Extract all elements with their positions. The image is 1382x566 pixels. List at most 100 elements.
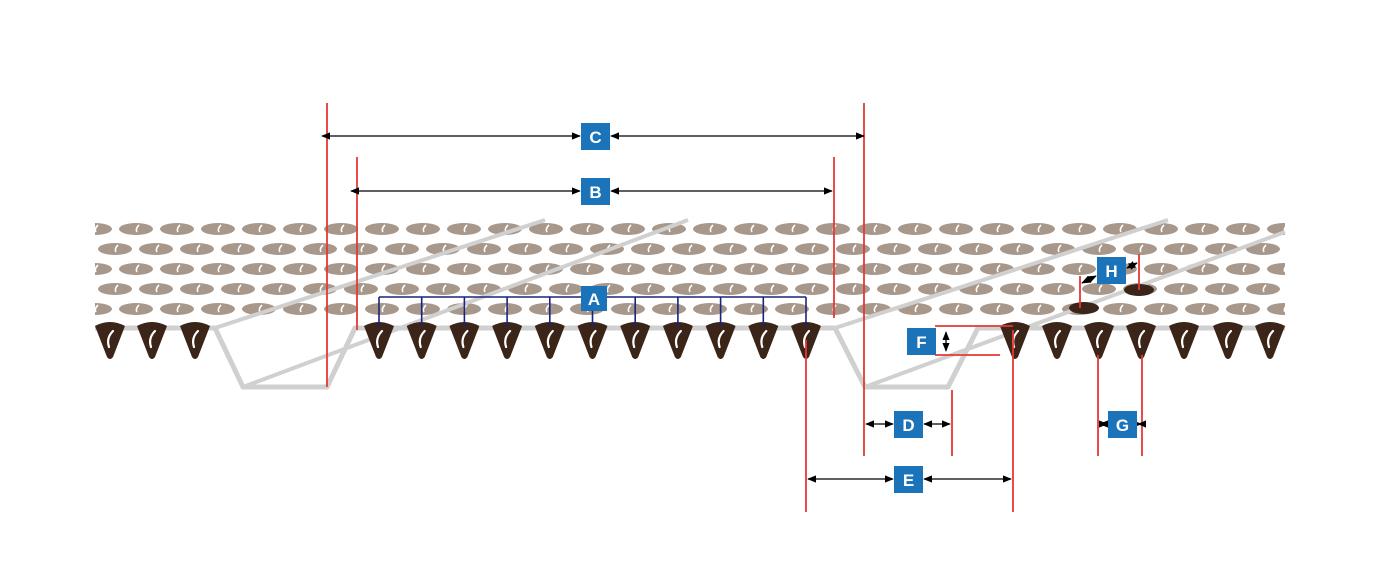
dimension-arrows [321,132,1147,483]
hole-tick [955,264,960,273]
seed-shape [406,322,437,359]
seed-icon [534,322,565,359]
seed-shape [1126,322,1156,359]
bed-edge-line [242,218,689,389]
hole-tick [381,224,386,233]
hole-tick [791,224,796,233]
hole-tick [360,284,365,293]
hole-icon [95,303,112,315]
hole-tick [176,224,181,233]
hole-tick [1160,304,1165,313]
hole-tick [217,264,222,273]
hole-tick [1201,264,1206,273]
hole-tick [934,244,939,253]
seed-icon [1169,322,1199,359]
hole-tick [647,244,652,253]
label-c-box [581,123,610,150]
hole-tick [955,224,960,233]
hole-tick [1221,244,1226,253]
seed-shape [662,322,693,359]
label-b-text: B [589,183,601,202]
seed-shape [1169,322,1199,359]
seed-highlight [1267,329,1275,349]
hole-icon [95,223,112,235]
seed-icon [1255,322,1285,359]
dimension-arrow-h-right [1126,261,1138,270]
hole-tick [524,284,529,293]
hole-tick [1283,266,1285,273]
seed-shape [95,322,125,359]
seed-icon [180,322,210,359]
hole-tick [688,284,693,293]
seed-highlight [107,329,115,349]
seed-icon [406,322,437,359]
seed-highlight [760,329,768,349]
seed-row [95,284,1285,359]
hole-tick [1078,264,1083,273]
seed-highlight [1181,329,1189,349]
seed-highlight [1225,329,1233,349]
label-b: B [581,178,610,205]
seed-highlight [632,329,640,349]
hole-tick [95,224,99,233]
hole-tick [95,304,99,313]
seed-icon [449,322,480,359]
hole-tick [750,264,755,273]
hole-tick [709,224,714,233]
seed-icon [1126,322,1156,359]
hole-tick [176,304,181,313]
hole-icon [1267,303,1285,315]
hole-tick [873,224,878,233]
hole-tick [627,304,632,313]
label-g-box [1108,411,1137,438]
hole-tick [258,224,263,233]
hole-tick [811,244,816,253]
seed-shape [1213,322,1243,359]
hole-tick [852,244,857,253]
hole-tick [1119,224,1124,233]
label-e-text: E [903,471,914,490]
hole-tick [381,304,386,313]
hole-tick [258,264,263,273]
hole-tick [422,264,427,273]
seed-highlight [674,329,682,349]
hole-tick [1098,284,1103,293]
hole-tick [750,224,755,233]
seed-highlight [803,329,811,349]
seed-highlight [1096,329,1104,349]
hole-tick [155,244,160,253]
hole-tick [1057,244,1062,253]
hole-tick [914,264,919,273]
seed-highlight [589,329,597,349]
label-g: G [1108,411,1137,438]
hole-tick [586,264,591,273]
hole-tick [1057,284,1062,293]
hole-tick [1242,264,1247,273]
hole-tick [114,244,119,253]
label-d: D [894,411,923,438]
hole-tick [524,244,529,253]
hole-tick [893,244,898,253]
hole-tick [1283,306,1285,313]
label-g-text: G [1116,416,1129,435]
hole-tick [463,224,468,233]
hole-tick [1262,244,1267,253]
hole-tick [647,284,652,293]
label-e: E [894,466,923,493]
hole-tick [135,224,140,233]
hole-tick [1037,264,1042,273]
hole-tick [299,224,304,233]
hole-tick [668,264,673,273]
hole-tick [237,284,242,293]
label-c: C [581,123,610,150]
hole-field [95,223,1285,315]
hole-tick [1180,284,1185,293]
seed-icon [1084,322,1114,359]
hole-tick [196,244,201,253]
hole-tick [893,284,898,293]
label-f-box [907,328,936,355]
hole-tick [975,284,980,293]
hole-tick [196,284,201,293]
hole-tick [237,244,242,253]
